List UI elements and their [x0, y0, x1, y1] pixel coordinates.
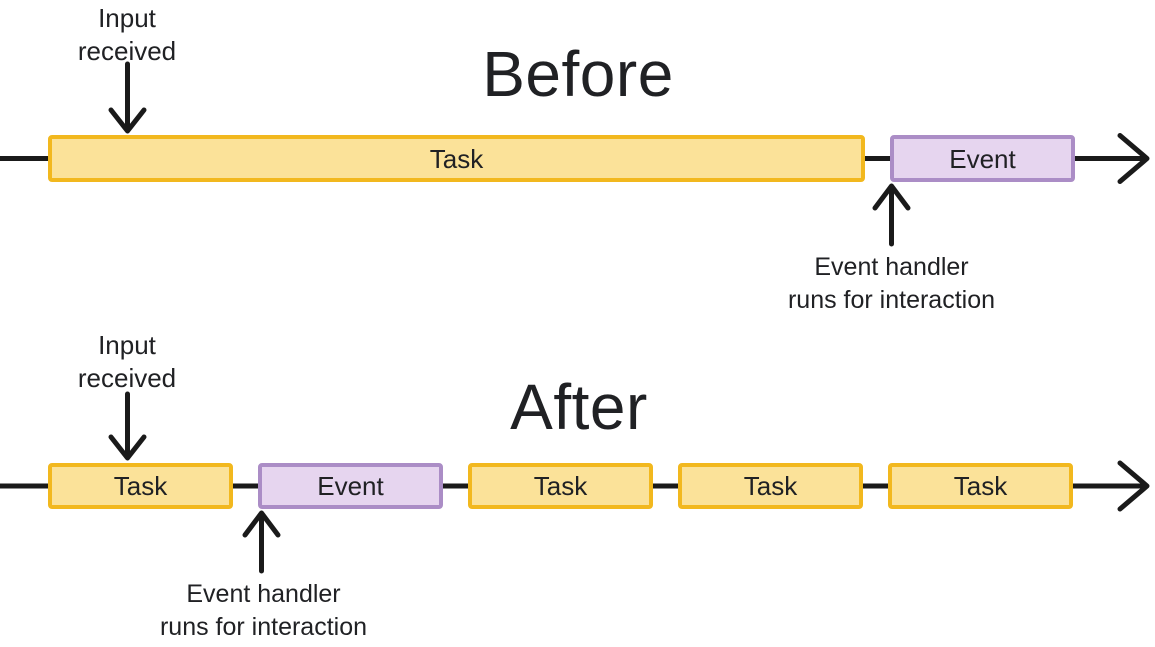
- task-block-before: Task: [48, 135, 865, 182]
- input-arrow-after: [108, 391, 147, 461]
- section-title-before: Before: [482, 38, 674, 110]
- event-handler-label-after: Event handler runs for interaction: [159, 580, 368, 641]
- handler-arrow-before: [872, 183, 911, 247]
- section-title-after: After: [510, 371, 648, 443]
- input-received-label-before: Input received: [77, 3, 177, 66]
- task-block-after-3: Task: [678, 463, 863, 509]
- input-arrow-after-head-icon: [108, 434, 147, 461]
- input-arrow-before-head-icon: [108, 107, 147, 134]
- timeline-before-arrowhead-icon: [1117, 133, 1150, 184]
- event-handler-label-before: Event handler runs for interaction: [787, 253, 996, 314]
- timeline-after-arrowhead-icon: [1117, 460, 1150, 512]
- handler-arrow-after: [242, 510, 281, 574]
- task-block-after-2: Task: [468, 463, 653, 509]
- event-block-after: Event: [258, 463, 443, 509]
- handler-arrow-after-head-icon: [242, 510, 281, 538]
- event-block-before: Event: [890, 135, 1075, 182]
- input-received-label-after: Input received: [77, 330, 177, 393]
- task-block-after-4: Task: [888, 463, 1073, 509]
- handler-arrow-before-head-icon: [872, 183, 911, 211]
- input-arrow-before: [108, 61, 147, 134]
- task-block-after-1: Task: [48, 463, 233, 509]
